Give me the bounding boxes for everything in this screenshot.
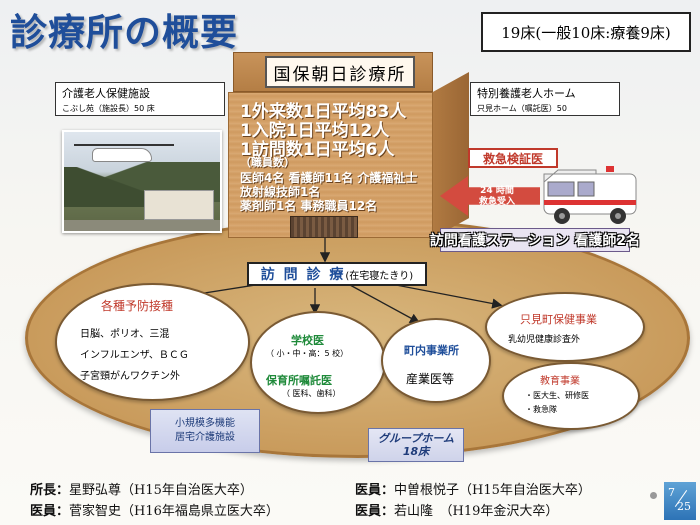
page-title: 診療所の概要 [10,11,238,54]
staff-name: 中曽根悦子（H15年自治医大卒） [394,483,591,498]
home-visit-note: (在宅寝たきり) [345,270,414,282]
school-doctor-sub: （ 小・中・高：5 校） [266,349,349,358]
rotor-icon [74,144,174,146]
visiting-nurse-station: 訪問看護ステーション 看護師2名 [430,228,640,252]
accept-line: 24 時間 [480,186,514,196]
vaccination-line: 日脳、ポリオ、三混 [80,329,170,340]
stat-outpatients: 1外来数1日平均83人 [240,102,407,122]
health-program-title: 只見町保健事業 [520,313,597,326]
stat-visits: 1訪問数1日平均6人 [240,140,395,160]
ambulance-icon [543,166,637,224]
page-total: 25 [677,500,691,513]
staff-name: 若山隆 （H19年金沢大卒） [394,504,559,519]
vaccination-ellipse [55,283,250,401]
facility-line: 居宅介護施設 [175,432,235,443]
accept-line: 救急受入 [478,197,515,207]
facility-name: 特別養護老人ホーム [477,87,576,100]
bed-count-box: 19床(一般10床:療養9床) [481,12,691,52]
nursery-doctor-title: 保育所嘱託医 [266,374,332,387]
business-ellipse [381,318,491,403]
staff-role: 医員： [355,483,395,498]
staff-line: 放射線技師1名 [240,185,321,199]
staff-role: 医員： [355,504,395,519]
staff-entry: 医員：中曽根悦子（H15年自治医大卒） [355,479,591,498]
education-line: ・医大生、研修医 [525,391,589,400]
group-home-line: グループホーム [377,432,454,445]
page-dot-icon [650,492,657,499]
staff-entry: 所長：星野弘尊（H15年自治医大卒） [30,479,253,498]
facility-tag-elderly-care: 介護老人保健施設 こぶし苑（施設長）50 床 [55,82,225,116]
facility-tag-nursing-home: 特別養護老人ホーム 只見ホーム（嘱託医）50 [470,82,620,116]
clinic-name-sign: 国保朝日診療所 [265,56,415,88]
health-ellipse [485,292,645,362]
education-ellipse [502,362,640,430]
facility-name: 介護老人保健施設 [62,87,150,100]
staff-line: 薬剤師1名 事務職員12名 [240,199,378,213]
facility-sub: こぶし苑（施設長）50 床 [62,104,155,113]
staff-name: 星野弘尊（H15年自治医大卒） [69,483,253,498]
education-title: 教育事業 [540,376,580,387]
business-title: 町内事業所 [404,344,459,357]
staff-entry: 医員：菅家智史（H16年福島県立医大卒） [30,500,279,519]
stat-inpatients: 1入院1日平均12人 [240,121,390,141]
building-door [290,216,358,238]
vaccination-line: インフルエンザ、ＢＣＧ [80,350,189,361]
emergency-accept-text: 24 時間 救急受入 [472,186,522,208]
helicopter-icon [92,148,152,162]
business-sub: 産業医等 [406,372,455,386]
page-number: 7 25 [664,482,696,520]
staff-entry: 医員：若山隆 （H19年金沢大卒） [355,500,558,519]
staff-role: 医員： [30,504,70,519]
emergency-verification-label: 救急検証医 [468,148,558,168]
staff-role: 所長： [30,483,70,498]
school-ellipse [250,311,386,414]
small-multifunction-facility: 小規模多機能 居宅介護施設 [150,409,260,453]
facility-sub: 只見ホーム（嘱託医）50 [477,104,567,113]
home-visit-box: 訪 問 診 療 (在宅寝たきり) [247,262,427,286]
health-program-sub: 乳幼児健康診査外 [508,335,581,345]
building-side [433,72,469,238]
page-current: 7 [668,486,675,499]
home-visit-label: 訪 問 診 療 [260,267,346,283]
group-home-line: 18床 [402,445,430,458]
staff-heading: （職員数） [240,156,295,169]
helicopter-photo [62,130,222,233]
staff-name: 菅家智史（H16年福島県立医大卒） [69,504,279,519]
nursery-doctor-sub: （ 医科、歯科） [282,389,341,398]
facility-line: 小規模多機能 [175,418,235,429]
education-line: ・救急隊 [525,405,557,414]
group-home: グループホーム 18床 [368,428,464,462]
vaccination-line: 子宮頸がんワクチン外 [80,371,180,382]
vaccination-title: 各種予防接種 [101,299,174,313]
staff-line: 医師4名 看護師11名 介護福祉士 [240,171,418,185]
school-doctor-title: 学校医 [291,334,324,347]
